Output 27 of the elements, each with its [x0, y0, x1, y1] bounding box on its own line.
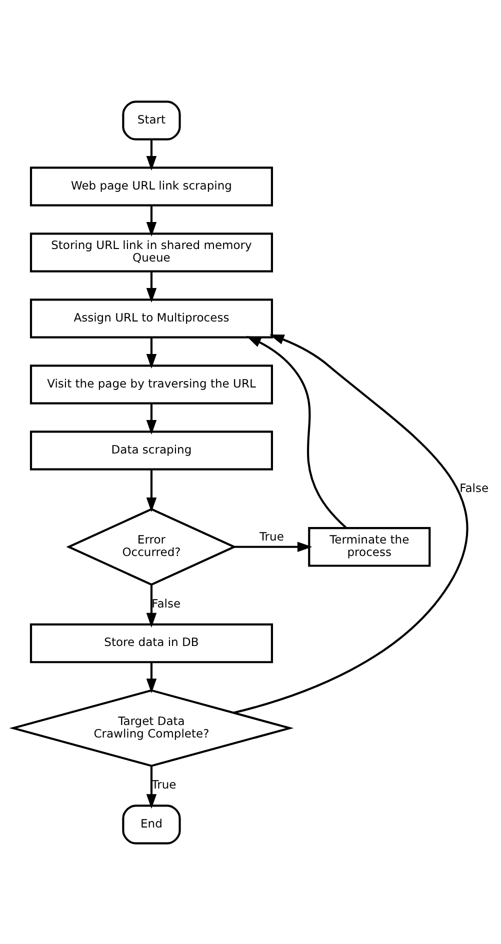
arrow [146, 139, 156, 170]
arrow [234, 541, 312, 552]
arrow [146, 584, 156, 628]
node-box: Visit the page by traversing the URL [29, 364, 272, 404]
arrow [146, 765, 156, 808]
arrow [146, 205, 156, 236]
node-box: Terminate the process [308, 526, 430, 566]
node-diamond: Target Data Crawling Complete? [8, 688, 294, 766]
arrow [146, 469, 156, 512]
arrow [146, 403, 156, 434]
edge-label: True [151, 777, 176, 792]
node-box: Storing URL link in shared memory Queue [29, 232, 272, 272]
edge-label: False [459, 480, 488, 495]
node-box: Store data in DB [29, 622, 272, 663]
arrow [232, 334, 468, 714]
node-diamond: Error Occurred? [66, 508, 236, 586]
node-box: End [122, 804, 180, 844]
edge-label: True [258, 528, 284, 543]
node-box: Data scraping [29, 430, 272, 470]
arrow [246, 336, 347, 528]
arrow [146, 271, 156, 302]
node-box: Assign URL to Multiprocess [29, 298, 272, 338]
node-box: Web page URL link scraping [29, 166, 272, 206]
edge-label: False [151, 596, 180, 610]
arrow [146, 337, 156, 368]
arrow [146, 662, 156, 693]
node-box: Start [122, 100, 180, 140]
